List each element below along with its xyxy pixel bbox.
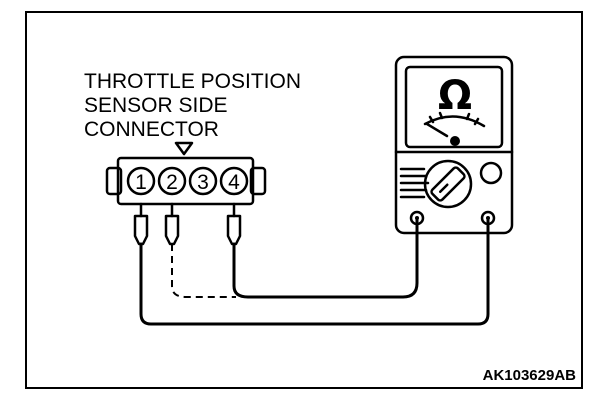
pin-label: 4 xyxy=(228,171,240,194)
wire-pin-1-to-meter xyxy=(139,216,490,326)
label-line-2: SENSOR SIDE xyxy=(84,94,228,117)
pin-label: 1 xyxy=(135,171,147,194)
vent-lines xyxy=(399,167,430,199)
terminal-right xyxy=(480,210,496,226)
zero-adjust-knob xyxy=(479,161,503,185)
terminal-left xyxy=(409,210,425,226)
connector-label: THROTTLE POSITION SENSOR SIDE CONNECTOR xyxy=(84,70,301,141)
probe-pin-1 xyxy=(133,202,149,246)
ohm-symbol: Ω xyxy=(438,73,472,119)
label-line-3: CONNECTOR xyxy=(84,118,219,141)
wire-pin-4-to-meter xyxy=(232,216,419,299)
probe-pin-4 xyxy=(226,202,242,246)
gauge-needle-icon xyxy=(423,111,486,146)
wire-pin-2-alternate xyxy=(171,244,236,298)
pin-4: 4 xyxy=(219,166,249,196)
probe-pin-2 xyxy=(164,202,180,246)
label-line-1: THROTTLE POSITION xyxy=(84,70,301,93)
figure-code: AK103629AB xyxy=(483,367,577,384)
rotary-dial-icon xyxy=(423,159,473,209)
connector-body xyxy=(105,156,267,206)
pin-2: 2 xyxy=(157,166,187,196)
triangle-down-icon xyxy=(174,141,194,156)
pin-3: 3 xyxy=(188,166,218,196)
ohmmeter-icon: Ω xyxy=(394,55,514,235)
diagram-frame xyxy=(25,11,583,389)
pin-label: 2 xyxy=(166,171,178,194)
pin-1: 1 xyxy=(126,166,156,196)
pin-label: 3 xyxy=(197,171,209,194)
